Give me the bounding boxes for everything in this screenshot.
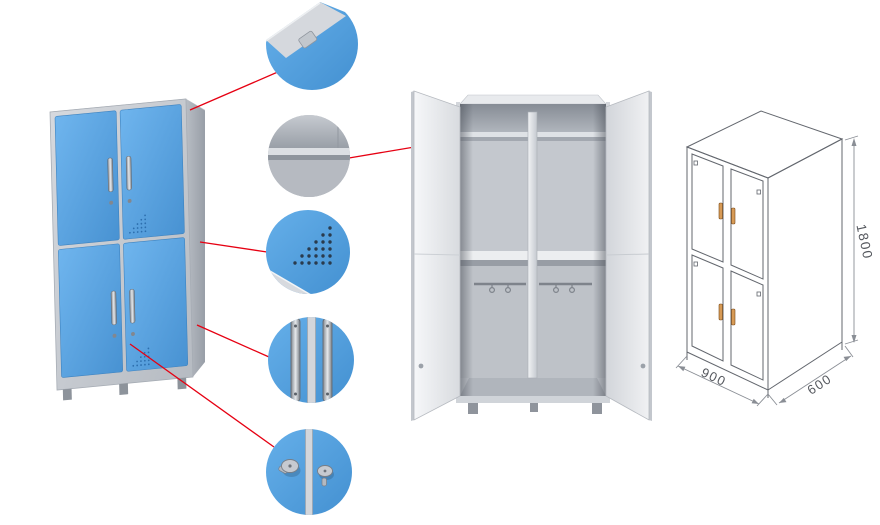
left-door-lock-cam (418, 363, 424, 369)
callout-interior-shelf-detail (268, 115, 350, 197)
callout-ventilation-holes-detail (266, 210, 350, 294)
sketch-top-face (685, 110, 844, 179)
sketch-front-face (686, 146, 769, 391)
depth-dim-label: 600 (804, 371, 834, 398)
sketch-side-face (767, 138, 843, 391)
sketch-locks (693, 160, 761, 297)
vent-holes-lower (132, 347, 150, 367)
door-upper-left (54, 110, 120, 246)
connector-top-corner (189, 67, 288, 111)
callout-door-handles-detail (268, 317, 354, 403)
detail-handles (290, 317, 333, 403)
width-dim-label: 900 (699, 365, 729, 390)
hanging-hooks (489, 284, 575, 294)
height-dim-label: 1800 (853, 223, 875, 261)
open-cabinet-top-band (459, 94, 607, 105)
vent-hole-grid (293, 226, 332, 265)
open-door-right (605, 90, 652, 421)
hanging-rods (474, 282, 592, 294)
closed-cabinet-side-face (185, 99, 205, 377)
door-lower-left (58, 243, 123, 378)
floor (460, 378, 606, 396)
connector-vents (199, 241, 268, 253)
dimension-sketch: 1800 900 600 (675, 110, 876, 407)
dimension-annotations (675, 135, 859, 407)
shelf-under-shadow (268, 155, 350, 160)
depth-dim-line (778, 355, 852, 404)
center-divider (527, 111, 538, 379)
left-wall-shade (460, 104, 473, 396)
door-upper-right (119, 104, 185, 240)
cabinet-feet (62, 377, 187, 401)
corner-frame-edge (266, 2, 346, 58)
door-handles (107, 155, 136, 326)
shelf-upper-shadow (268, 115, 350, 148)
right-door-lock-cam (640, 363, 646, 369)
open-cabinet-interior (460, 104, 606, 396)
closed-cabinet (49, 98, 206, 401)
bottom-edge (456, 396, 610, 403)
closed-cabinet-front-face (49, 98, 194, 401)
door-locks (109, 198, 135, 338)
open-cabinet-feet (468, 403, 602, 414)
shelf-front-edge (268, 148, 350, 155)
door-lower-right (123, 237, 189, 372)
lock-cam-right (317, 465, 334, 487)
sketch-door-upper-right (730, 168, 764, 280)
sketch-handles (718, 202, 736, 326)
corner-latch (298, 30, 318, 49)
right-wall-shade (593, 104, 606, 396)
open-door-left (411, 90, 461, 421)
door-seam-strip (307, 317, 316, 403)
width-dim-line (677, 365, 760, 405)
open-cabinet (411, 90, 652, 421)
callout-top-corner-detail (266, 0, 358, 90)
connector-handles (196, 324, 270, 358)
sketch-door-lower-right (730, 270, 764, 381)
lock-seam-strip (305, 429, 313, 515)
sketch-door-upper-left (691, 153, 724, 263)
lock-cam-left (278, 459, 301, 477)
sketch-door-lower-left (691, 254, 724, 362)
callout-lock-cam-detail (266, 429, 352, 515)
vent-holes-upper (129, 214, 147, 234)
connector-lock (129, 343, 275, 448)
